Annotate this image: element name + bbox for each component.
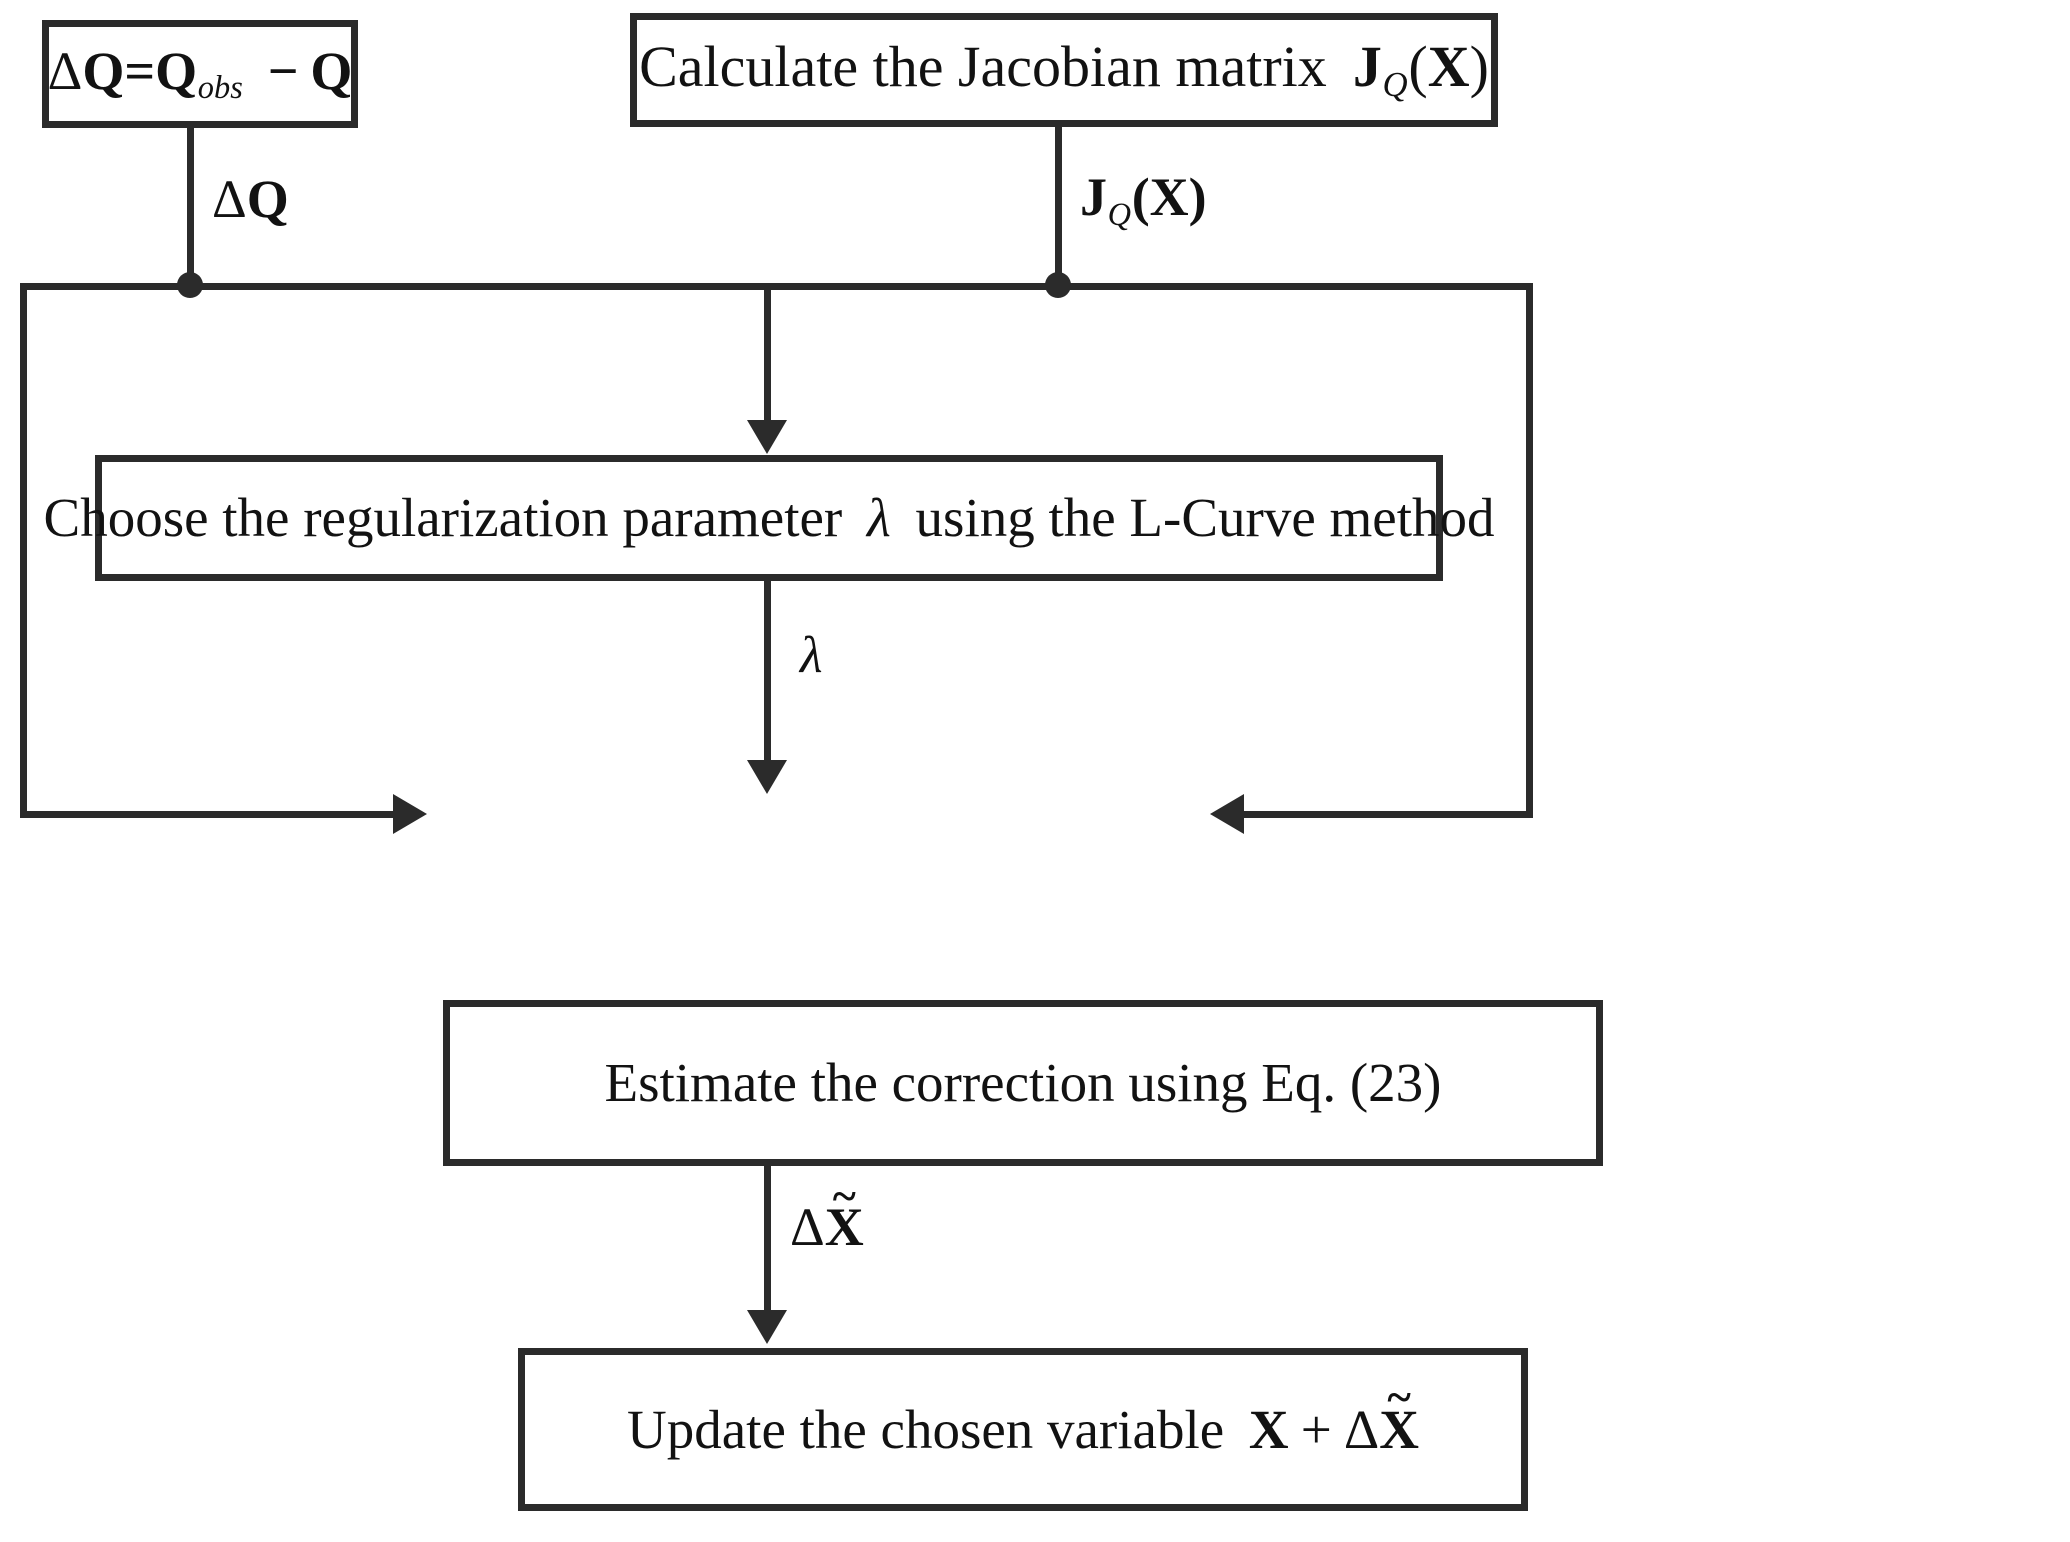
node-update-tilde: ~ [1387, 1372, 1411, 1423]
node-delta-q-label: ΔQ=Qobs−Q [47, 40, 353, 107]
node-delta-q-minus: − [267, 40, 299, 101]
node-delta-q[interactable]: ΔQ=Qobs−Q [42, 20, 358, 128]
node-lcurve-lambda: λ [866, 487, 891, 549]
edge-label-dxt-delta: Δ [790, 1197, 825, 1257]
arrowhead-into-lcurve [747, 420, 787, 454]
connector-right-arm-horizontal [1244, 811, 1526, 818]
node-jacobian-paren-close: ) [1469, 33, 1489, 99]
arrowhead-into-estimate-right [1210, 794, 1244, 834]
node-jacobian[interactable]: Calculate the Jacobian matrix JQ(X) [630, 13, 1498, 127]
edge-label-jacobian-paren-close: ) [1188, 167, 1207, 227]
edge-label-jacobian-j: J [1080, 167, 1107, 227]
edge-label-delta-q: ΔQ [212, 172, 289, 226]
node-update-delta: Δ [1343, 1398, 1380, 1460]
node-jacobian-label: Calculate the Jacobian matrix JQ(X) [639, 33, 1489, 104]
node-update-x-tilde: X [1379, 1398, 1419, 1460]
node-delta-q-delta: Δ [47, 40, 83, 101]
edge-label-dxt-x: X [824, 1197, 864, 1257]
connector-jacobian-drop [1055, 127, 1062, 287]
node-jacobian-phrase: Calculate the Jacobian matrix [639, 33, 1327, 99]
node-delta-q-q1: Q [82, 40, 125, 101]
arrowhead-into-estimate-left [393, 794, 427, 834]
connector-bus-to-lcurve [764, 283, 771, 421]
node-update-x: X [1248, 1398, 1289, 1460]
node-delta-q-q2: Q [155, 40, 198, 101]
node-jacobian-subscript: Q [1382, 64, 1408, 104]
node-delta-q-equals: = [124, 40, 156, 101]
node-jacobian-j: J [1352, 33, 1382, 99]
edge-label-delta-x-tilde: Δ~X [790, 1174, 864, 1257]
connector-left-arm-horizontal [20, 811, 393, 818]
arrowhead-into-estimate-top [747, 760, 787, 794]
edge-label-jacobian: JQ(X) [1080, 170, 1207, 231]
edge-label-delta-q-delta: Δ [212, 169, 247, 229]
node-estimate-label: Estimate the correction using Eq. (23) [604, 1052, 1442, 1114]
node-estimate[interactable]: Estimate the correction using Eq. (23) [443, 1000, 1603, 1166]
edge-label-dxt-tilde: ~ [832, 1172, 856, 1222]
edge-label-delta-q-q: Q [246, 169, 289, 229]
node-delta-q-q3: Q [310, 40, 353, 101]
edge-label-jacobian-subscript: Q [1107, 196, 1132, 233]
edge-label-jacobian-x: X [1149, 167, 1189, 227]
edge-label-jacobian-paren-open: ( [1131, 167, 1150, 227]
node-update-plus: + [1300, 1398, 1332, 1460]
edge-label-lambda: λ [800, 630, 823, 682]
node-jacobian-paren-open: ( [1408, 33, 1428, 99]
connector-deltaq-drop [187, 127, 194, 287]
connector-left-arm-vertical [20, 283, 27, 818]
node-delta-q-subscript: obs [197, 70, 243, 107]
connector-estimate-to-update [764, 1166, 771, 1316]
connector-bus-horizontal [20, 283, 1533, 290]
node-lcurve-phrase-1: Choose the regularization parameter [43, 487, 843, 549]
edge-label-lambda-glyph: λ [800, 627, 823, 684]
connector-right-arm-vertical [1526, 283, 1533, 818]
node-lcurve-phrase-2: using the L-Curve method [915, 487, 1495, 549]
connector-lcurve-to-estimate [764, 581, 771, 771]
node-jacobian-x: X [1427, 33, 1470, 99]
node-update-phrase: Update the chosen variable [627, 1398, 1225, 1460]
arrowhead-into-update [747, 1310, 787, 1344]
